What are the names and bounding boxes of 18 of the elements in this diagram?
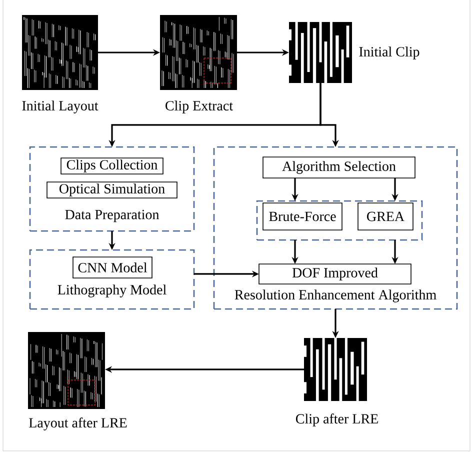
image-caption: Clip Extract bbox=[166, 100, 233, 114]
clip-image bbox=[289, 22, 352, 83]
process-box: Optical Simulation bbox=[46, 182, 178, 198]
layout-image bbox=[28, 332, 105, 409]
process-box: DOF Improved bbox=[258, 264, 412, 284]
layout-image bbox=[22, 15, 98, 90]
image-caption: Clip after LRE bbox=[296, 414, 378, 426]
image-caption: Initial Clip bbox=[359, 46, 420, 60]
dashed-group-box bbox=[256, 200, 423, 241]
layout-image bbox=[160, 15, 237, 90]
process-box: CNN Model bbox=[72, 256, 152, 278]
image-caption: Layout after LRE bbox=[29, 418, 127, 430]
process-box: Clips Collection bbox=[60, 158, 164, 174]
clip-image bbox=[304, 338, 367, 401]
process-box: Brute-Force bbox=[262, 202, 342, 230]
process-box: Algorithm Selection bbox=[262, 156, 416, 178]
image-caption: Initial Layout bbox=[22, 100, 98, 114]
process-box: GREA bbox=[358, 202, 414, 230]
